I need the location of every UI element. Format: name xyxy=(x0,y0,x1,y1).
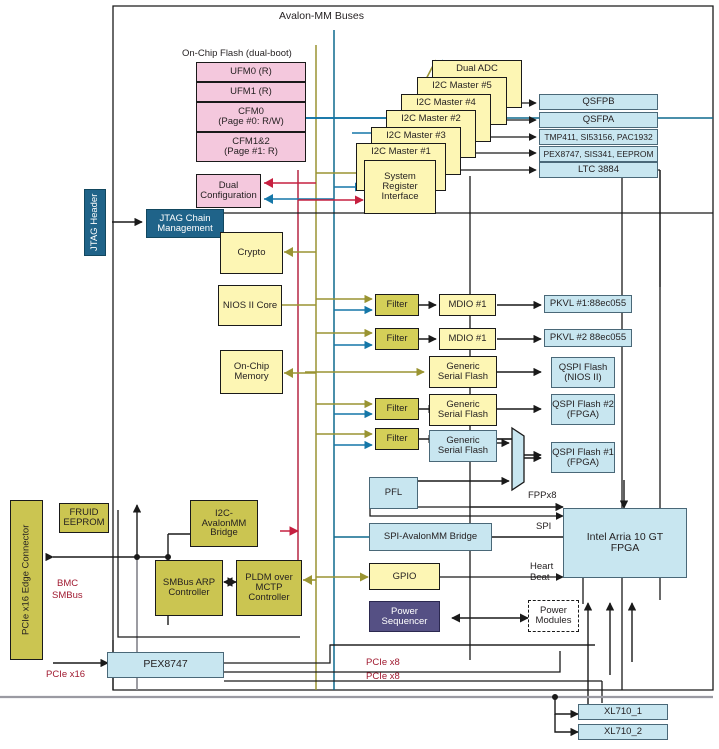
flash-block-cfm0: CFM0 (Page #0: R/W) xyxy=(196,102,306,132)
fruid-eeprom-block: FRUID EEPROM xyxy=(59,503,109,533)
i2c-bridge-line3: Bridge xyxy=(210,527,238,539)
jtag-chain-line2: Management xyxy=(157,222,213,234)
mdio-block-1: MDIO #1 xyxy=(439,294,496,316)
cfm0-line2: (Page #0: R/W) xyxy=(218,116,284,127)
peripheral-tmp411-group: TMP411, SI53156, PAC1932 xyxy=(539,129,658,145)
gsf1-line1: Generic xyxy=(446,361,480,373)
jtag-chain-management-block: JTAG Chain Management xyxy=(146,209,224,238)
peripheral-pex8747-group: PEX8747, SIS341, EEPROM xyxy=(539,146,658,162)
fpga-line2: FPGA xyxy=(610,542,640,554)
qspi-flash-2: QSPI Flash #2 (FPGA) xyxy=(551,394,615,425)
filter-block-4: Filter xyxy=(375,428,419,450)
sri-line3: Interface xyxy=(381,190,419,202)
power-mod-line2: Modules xyxy=(535,615,572,626)
fpp-label: FPPx8 xyxy=(528,490,557,501)
system-register-interface-block: System Register Interface xyxy=(364,160,436,214)
jtag-header-block: JTAG Header xyxy=(84,189,106,256)
cfm12-line2: (Page #1: R) xyxy=(224,146,278,157)
filter-block-3: Filter xyxy=(375,398,419,420)
crypto-block: Crypto xyxy=(220,232,283,274)
qspi-nios-line1: QSPI Flash xyxy=(558,361,608,373)
qspi2-line1: QSPI Flash #2 xyxy=(552,398,614,410)
fruid-line1: FRUID xyxy=(69,507,99,519)
power-seq-line1: Power xyxy=(391,605,418,617)
qspi1-line1: QSPI Flash #1 xyxy=(552,446,614,458)
gsf2-line1: Generic xyxy=(446,399,480,411)
cfm0-line1: CFM0 xyxy=(238,106,264,118)
power-modules-block: Power Modules xyxy=(528,600,579,632)
jtag-chain-line1: JTAG Chain xyxy=(159,212,211,224)
intel-arria10-fpga-block: Intel Arria 10 GT FPGA xyxy=(563,508,687,578)
flash-block-cfm12: CFM1&2 (Page #1: R) xyxy=(196,132,306,162)
gpio-block: GPIO xyxy=(369,563,440,590)
qspi2-line2: (FPGA) xyxy=(566,408,600,420)
xl710-2-block: XL710_2 xyxy=(578,724,668,740)
filter-block-1: Filter xyxy=(375,294,419,316)
gsf3-line2: Serial Flash xyxy=(437,445,489,456)
peripheral-qsfpa: QSFPA xyxy=(539,112,658,128)
pcie-x16-label: PCIe x16 xyxy=(46,669,86,680)
dual-config-line1: Dual xyxy=(218,180,239,192)
flash-block-ufm1: UFM1 (R) xyxy=(196,82,306,102)
generic-serial-flash-1: Generic Serial Flash xyxy=(429,356,497,388)
memory-line1: On-Chip xyxy=(233,361,270,373)
i2c-avalonmm-bridge-block: I2C- AvalonMM Bridge xyxy=(190,500,258,547)
pcie-x8-label-b: PCIe x8 xyxy=(366,671,400,682)
bmc-label-line2: SMBus xyxy=(52,590,83,601)
bmc-label-line1: BMC xyxy=(57,578,79,589)
pex8747-block: PEX8747 xyxy=(107,652,224,678)
smbus-arp-controller-block: SMBus ARP Controller xyxy=(155,560,223,616)
fruid-line2: EEPROM xyxy=(63,517,105,528)
beat-label: Beat xyxy=(530,572,550,583)
i2c-bridge-line1: I2C- xyxy=(215,507,233,519)
gsf3-line1: Generic xyxy=(446,435,480,447)
sri-line2: Register xyxy=(382,181,418,193)
qspi-flash-1: QSPI Flash #1 (FPGA) xyxy=(551,442,615,473)
sri-line1: System xyxy=(384,171,416,183)
pcie-x8-label-a: PCIe x8 xyxy=(366,657,400,668)
pldm-line1: PLDM over xyxy=(245,572,293,584)
mdio-block-2: MDIO #1 xyxy=(439,328,496,350)
gsf1-line2: Serial Flash xyxy=(437,371,489,382)
filter-block-2: Filter xyxy=(375,328,419,350)
pkvl-block-2: PKVL #2 88ec055 xyxy=(544,329,632,347)
qspi-flash-nios: QSPI Flash (NIOS II) xyxy=(551,357,615,388)
generic-serial-flash-2: Generic Serial Flash xyxy=(429,394,497,426)
generic-serial-flash-3: Generic Serial Flash xyxy=(429,430,497,462)
pldm-line2: MCTP xyxy=(255,582,283,594)
smbus-arp-line2: Controller xyxy=(168,587,210,598)
on-chip-memory-block: On-Chip Memory xyxy=(220,350,283,394)
pldm-line3: Controller xyxy=(248,591,290,603)
smbus-arp-line1: SMBus ARP xyxy=(162,577,216,589)
memory-line2: Memory xyxy=(234,371,269,382)
pfl-block: PFL xyxy=(369,477,418,509)
qspi1-line2: (FPGA) xyxy=(566,456,600,468)
fpga-line1: Intel Arria 10 GT xyxy=(586,530,664,543)
xl710-1-block: XL710_1 xyxy=(578,704,668,720)
pkvl-block-1: PKVL #1:88ec055 xyxy=(544,295,632,313)
i2c-bridge-line2: AvalonMM xyxy=(201,517,247,529)
nios-ii-core-block: NIOS II Core xyxy=(218,285,282,326)
spi-label: SPI xyxy=(536,521,552,532)
power-mod-line1: Power xyxy=(540,605,567,617)
dual-configuration-block: Dual Configuration xyxy=(196,174,261,208)
power-sequencer-block: Power Sequencer xyxy=(369,601,440,632)
pcie-edge-connector-block: PCIe x16 Edge Connector xyxy=(10,500,43,660)
power-seq-line2: Sequencer xyxy=(381,615,428,627)
diagram-title: Avalon-MM Buses xyxy=(279,10,365,22)
dual-config-line2: Configuration xyxy=(200,190,257,201)
gsf2-line2: Serial Flash xyxy=(437,409,489,420)
heart-label: Heart xyxy=(530,561,554,572)
peripheral-ltc3884: LTC 3884 xyxy=(539,162,658,178)
onchip-flash-title: On-Chip Flash (dual-boot) xyxy=(182,48,292,59)
pldm-mctp-controller-block: PLDM over MCTP Controller xyxy=(236,560,302,616)
cfm12-line1: CFM1&2 xyxy=(232,136,270,148)
spi-avalonmm-bridge-block: SPI-AvalonMM Bridge xyxy=(369,523,492,551)
peripheral-qsfpb: QSFPB xyxy=(539,94,658,110)
qspi-nios-line2: (NIOS II) xyxy=(564,371,602,383)
flash-block-ufm0: UFM0 (R) xyxy=(196,62,306,82)
